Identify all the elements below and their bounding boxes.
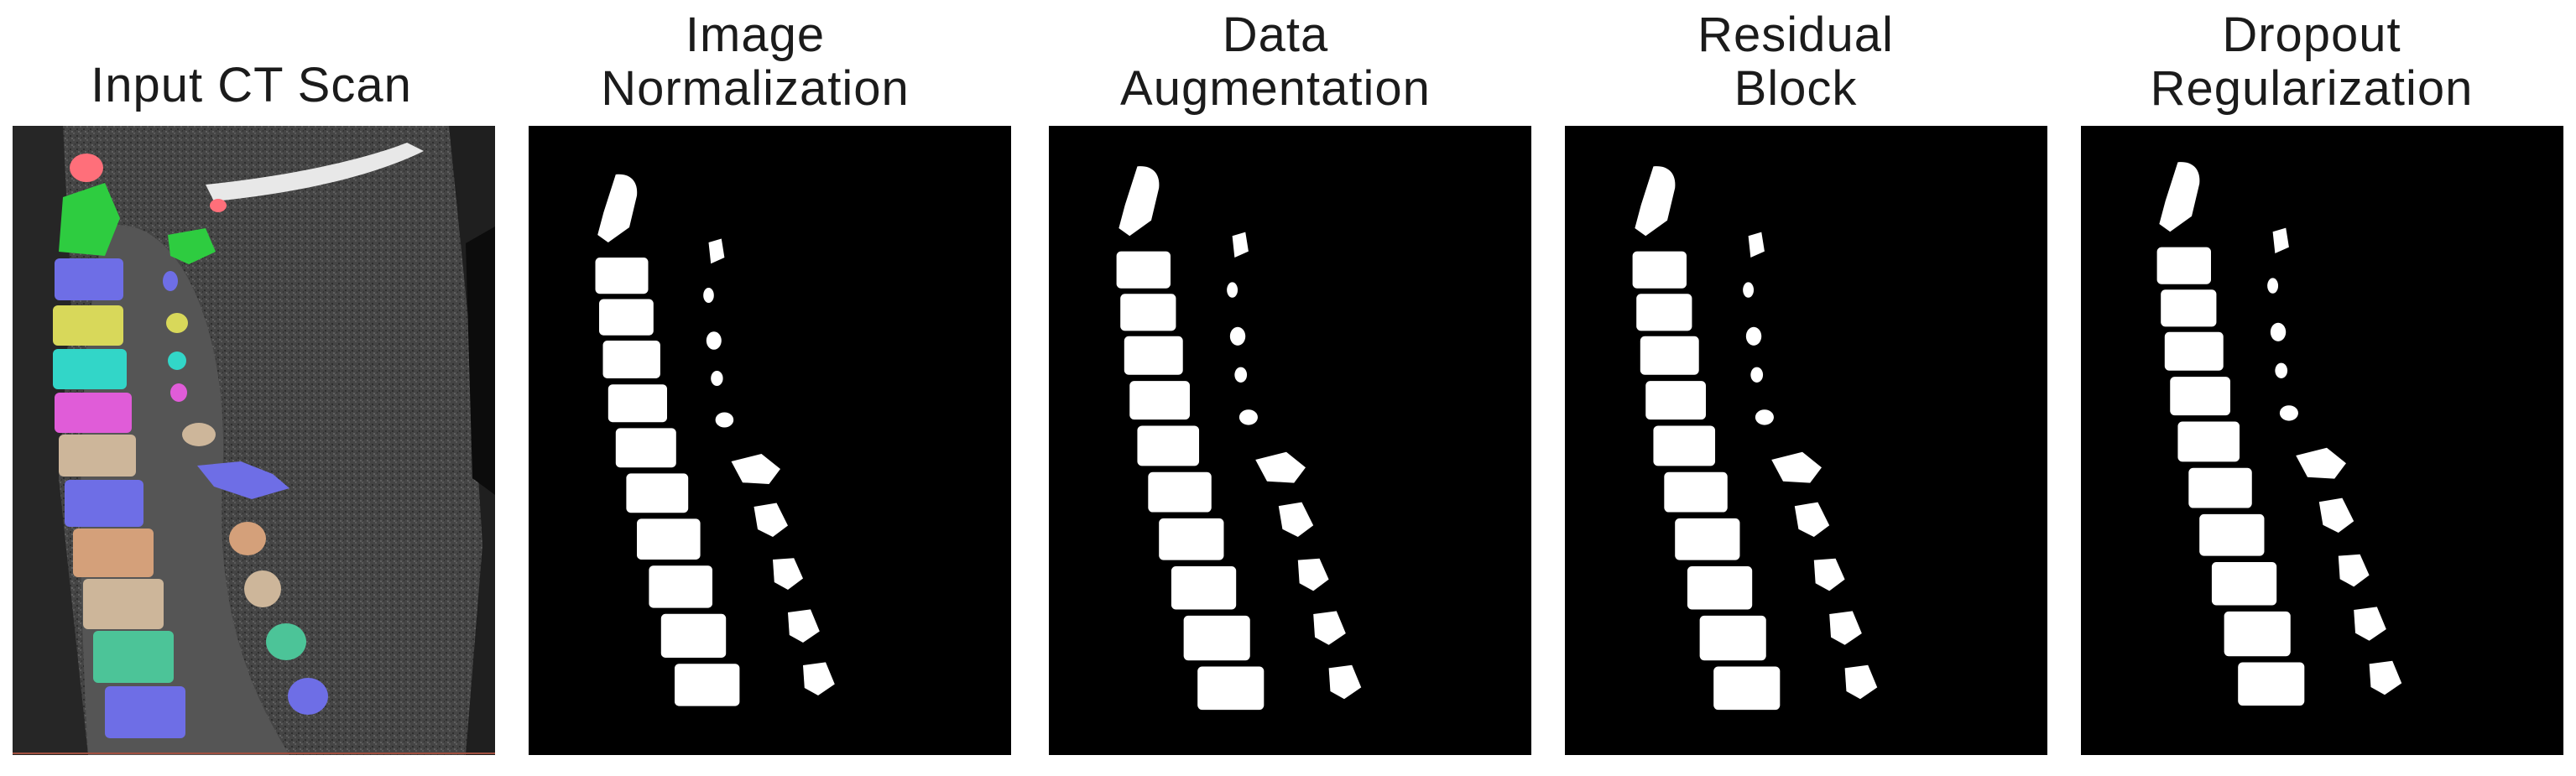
panel-title-dropout-regularization: Dropout Regularization [2150,8,2474,116]
segmentation-mask [595,174,835,706]
ct-scan-illustration [13,126,495,755]
panel-title-input-ct-scan: Input CT Scan [91,58,412,112]
mask-residual-block [1565,126,2047,755]
mask-data-augmentation [1049,126,1531,755]
segmentation-mask [1116,166,1362,711]
segmentation-mask [1632,166,1878,711]
mask-dropout-regularization [2081,126,2563,755]
panel-title-image-normalization: Image Normalization [601,8,910,116]
ct-scan-image [13,126,495,755]
panel-title-data-augmentation: Data Augmentation [1120,8,1431,116]
mask-image-normalization [529,126,1011,755]
segmentation-mask [2156,162,2402,706]
panel-title-residual-block: Residual Block [1697,8,1894,116]
